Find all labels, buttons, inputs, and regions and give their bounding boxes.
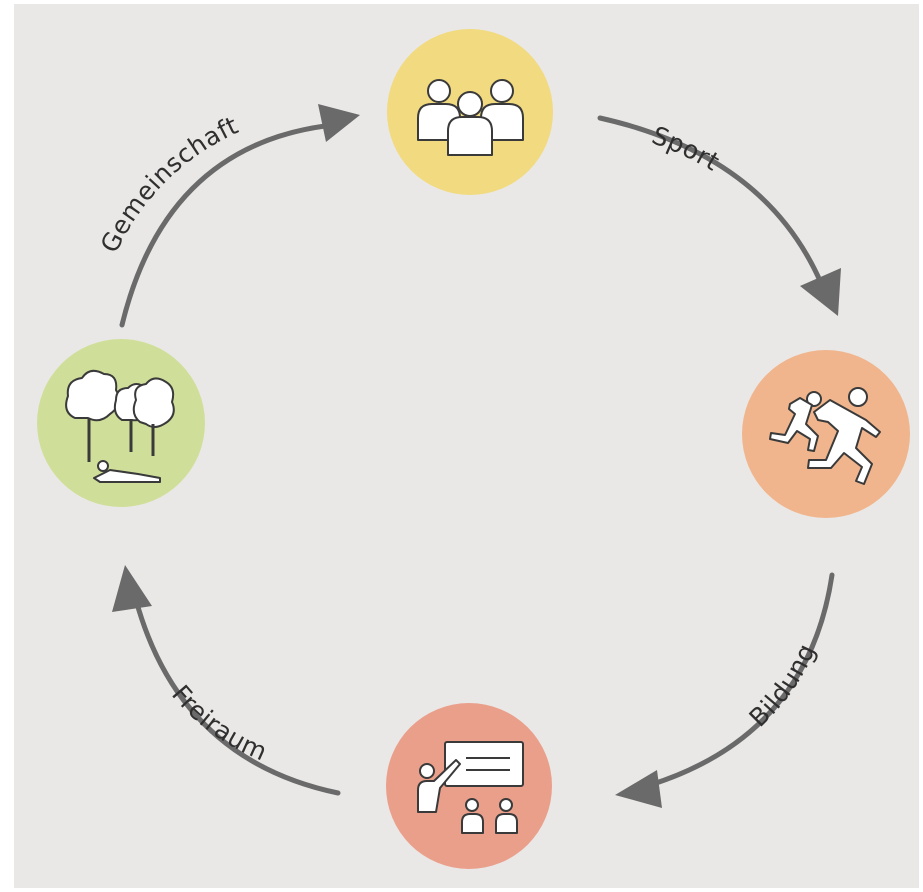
- arrowhead-icon: [615, 770, 662, 808]
- label-freiraum: Freiraum: [166, 679, 272, 766]
- label-bildung: Bildung: [743, 639, 821, 732]
- label-gemeinschaft: Gemeinschaft: [95, 111, 243, 258]
- arrow-sport-to-education: [615, 572, 835, 808]
- node-education: [386, 703, 552, 869]
- node-open-space: [37, 339, 205, 507]
- node-community: [387, 29, 553, 195]
- arrow-community-to-sport: [597, 115, 841, 316]
- teacher-presentation-icon: [417, 741, 524, 834]
- label-sport: Sport: [648, 121, 725, 177]
- arrowhead-icon: [800, 268, 841, 316]
- runners-icon: [769, 387, 881, 485]
- arrow-education-to-open-space: [112, 565, 341, 796]
- people-group-icon: [417, 79, 524, 156]
- node-circle-sport: [742, 350, 910, 518]
- arrow-open-space-to-community: [119, 104, 360, 328]
- arrowhead-icon: [112, 565, 152, 612]
- park-trees-icon: [65, 369, 175, 483]
- arrowhead-icon: [318, 104, 360, 142]
- node-sport: [742, 350, 910, 518]
